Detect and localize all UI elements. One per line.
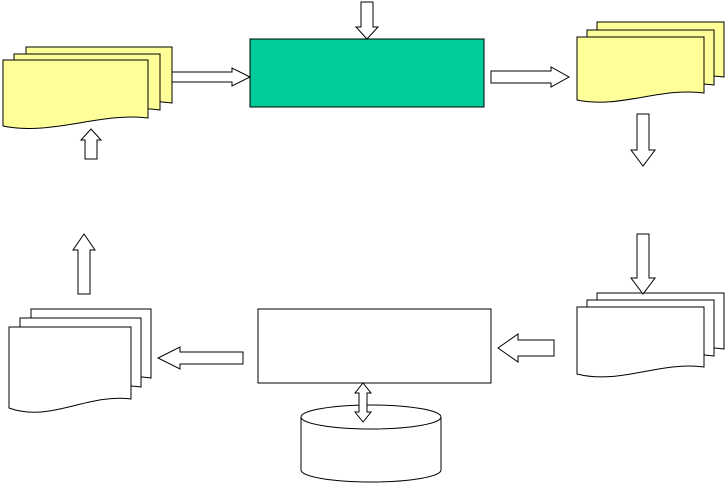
arrow-into-right-documents [630, 233, 656, 295]
arrow-process-database [353, 382, 373, 423]
arrow-right-to-process-bottom [497, 333, 555, 363]
left-documents [8, 308, 152, 413]
arrow-process-to-left [156, 346, 244, 370]
process-top [249, 38, 485, 108]
arrow-output-down [630, 113, 656, 167]
process-bottom [257, 308, 492, 384]
output-documents [576, 21, 725, 103]
arrow-input-to-process [171, 67, 252, 87]
document-sheet-front [576, 306, 705, 378]
database-body [300, 417, 442, 483]
document-sheet-front [8, 326, 132, 413]
input-documents [2, 46, 173, 129]
right-documents [576, 292, 725, 378]
arrow-process-to-output [490, 66, 571, 88]
arrow-left-up [72, 233, 96, 295]
document-sheet-front [2, 59, 149, 129]
database [300, 404, 442, 483]
arrow-into-process-top [354, 1, 380, 40]
arrow-into-input-documents [79, 128, 103, 160]
document-sheet-front [576, 36, 705, 103]
database-top [300, 404, 442, 430]
